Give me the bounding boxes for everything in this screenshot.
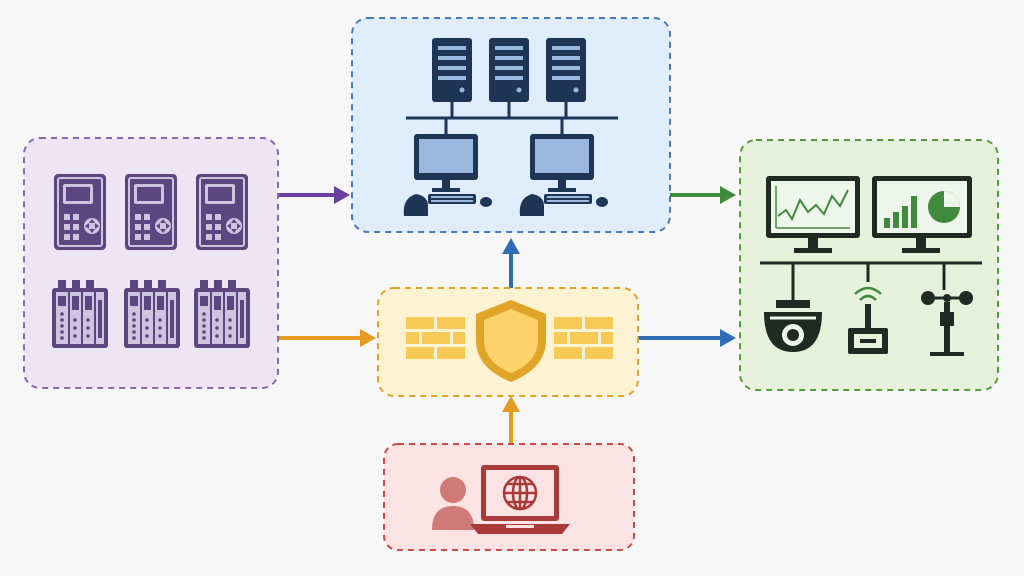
- anemometer-icon: [921, 291, 973, 356]
- group-monitoring: [739, 139, 999, 391]
- server-icon: [432, 38, 472, 102]
- dome-camera-icon: [764, 300, 822, 352]
- group-field-devices: [23, 137, 279, 389]
- io-module-icon: [124, 280, 180, 348]
- monitoring-network-bus: [760, 261, 982, 300]
- arrow-field-to-control: [278, 186, 350, 204]
- shield-icon: [476, 300, 546, 382]
- server-icon: [489, 38, 529, 102]
- arrow-firewall-to-monitoring: [638, 329, 736, 347]
- io-module-icon: [52, 280, 108, 348]
- arrow-firewall-to-control: [502, 238, 520, 288]
- group-firewall: [377, 287, 639, 397]
- io-module-icon: [194, 280, 250, 348]
- server-network-bus: [406, 102, 618, 134]
- group-remote-access: [383, 443, 635, 551]
- server-icon: [546, 38, 586, 102]
- connection-arrows: [278, 186, 736, 444]
- dashboard-monitor-icon: [872, 176, 972, 253]
- controller-panel-icon: [195, 173, 249, 251]
- line-chart-monitor-icon: [766, 176, 860, 253]
- group-control-center: [351, 17, 671, 233]
- controller-panel-icon: [53, 173, 107, 251]
- person-icon: [432, 477, 474, 530]
- wireless-sensor-icon: [848, 286, 888, 354]
- arrow-remote-to-firewall: [502, 396, 520, 444]
- arrow-field-to-firewall: [278, 329, 376, 347]
- globe-icon: [502, 475, 538, 511]
- controller-panel-icon: [124, 173, 178, 251]
- arrow-control-to-monitoring: [670, 186, 736, 204]
